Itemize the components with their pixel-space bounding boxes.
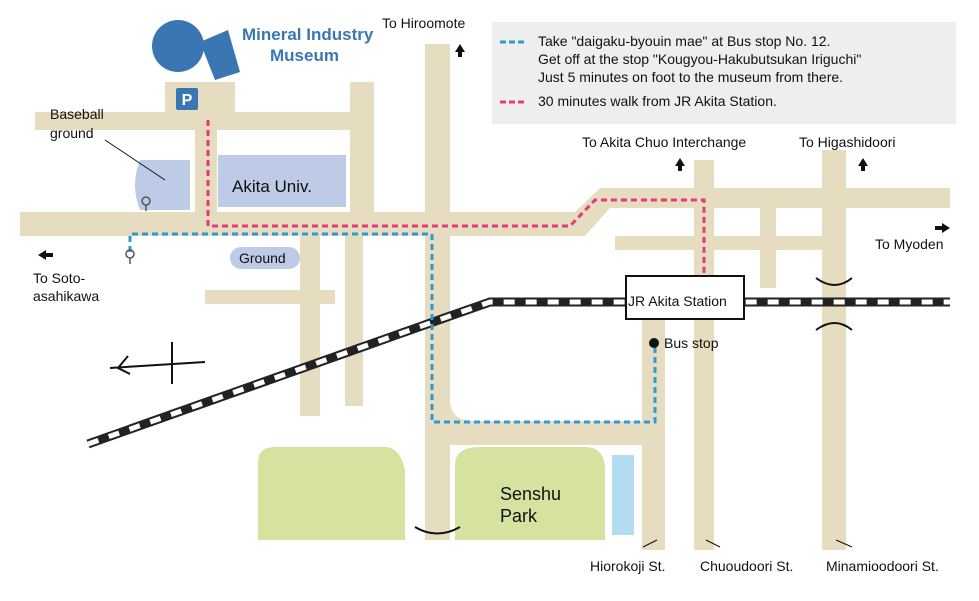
- legend-bus-line1: Take "daigaku-byouin mae" at Bus stop No…: [538, 33, 830, 49]
- bus-stop-pole-icon: [125, 196, 151, 264]
- label-minamioodoori: Minamioodoori St.: [826, 558, 939, 574]
- parking-icon: [176, 88, 198, 110]
- north-arrow-icon: [675, 158, 685, 166]
- label-jr-akita-station: JR Akita Station: [628, 293, 727, 309]
- east-block-street: [760, 208, 776, 288]
- label-to-soto-line2: asahikawa: [33, 288, 99, 304]
- museum-logo-mark: [200, 30, 240, 80]
- north-stub-road: [350, 80, 374, 215]
- east-side-street: [615, 236, 845, 250]
- hiroomote-road: [425, 44, 450, 444]
- east-arrow-icon-stem: [935, 226, 943, 230]
- road-network: [20, 44, 950, 550]
- label-baseball-line1: Baseball: [50, 106, 104, 122]
- museum-access-road: [195, 112, 217, 212]
- west-spur-road: [20, 212, 40, 236]
- label-akita-univ: Akita Univ.: [232, 177, 312, 196]
- akita-univ-area: [218, 155, 346, 207]
- north-compass-icon: [109, 342, 206, 384]
- north-arrow-icon-stem: [458, 51, 462, 57]
- parking-symbol: P: [182, 92, 193, 109]
- label-to-soto-line1: To Soto-: [33, 270, 85, 286]
- west-south-street-2: [345, 236, 363, 406]
- minamioodoori-leader-line: [835, 539, 853, 548]
- jr-akita-station: [625, 275, 745, 320]
- legend-bus-line2: Get off at the stop "Kougyou-Hakubutsuka…: [538, 51, 861, 67]
- north-arrow-icon: [455, 44, 465, 52]
- label-to-higashidoori: To Higashidoori: [799, 134, 896, 150]
- museum-campus-street: [35, 112, 355, 130]
- legend-box: [492, 22, 956, 124]
- bridge-arc-3: [414, 526, 461, 535]
- senshu-park-east: [455, 447, 605, 540]
- ground-road: [205, 290, 335, 304]
- label-to-hiroomote: To Hiroomote: [382, 15, 465, 31]
- west-arrow-icon-stem: [45, 253, 53, 257]
- chuoudoori-road: [694, 160, 714, 550]
- park-moat: [612, 455, 634, 535]
- label-park-line1: Senshu: [500, 484, 561, 504]
- legend-walk-line: 30 minutes walk from JR Akita Station.: [538, 93, 777, 109]
- label-chuoudoori: Chuoudoori St.: [700, 558, 793, 574]
- baseball-ground: [135, 160, 190, 210]
- senshu-park-west: [258, 447, 405, 540]
- west-south-street-1: [300, 236, 320, 416]
- hiorokoji-leader-line: [642, 539, 658, 548]
- ground-area: [230, 247, 300, 269]
- museum-logo-icon: [152, 20, 204, 72]
- north-arrow-icon: [858, 158, 868, 166]
- label-ground: Ground: [239, 250, 286, 266]
- north-arrow-icon-stem: [861, 165, 865, 171]
- main-road: [35, 188, 950, 236]
- bridge-arc-2: [815, 322, 853, 331]
- label-to-akita-chuo: To Akita Chuo Interchange: [582, 134, 746, 150]
- baseball-leader-line: [104, 139, 166, 181]
- bridge-arc-1: [815, 277, 853, 286]
- label-to-myoden: To Myoden: [875, 236, 943, 252]
- south-curve-road: [425, 444, 450, 540]
- hiorokoji-road: [642, 320, 665, 550]
- legend-bus-line3: Just 5 minutes on foot to the museum fro…: [538, 69, 843, 85]
- bus-route-line: [128, 232, 657, 424]
- museum-building: [165, 82, 235, 112]
- label-hiorokoji: Hiorokoji St.: [590, 558, 665, 574]
- north-arrow-icon-stem: [678, 165, 682, 171]
- label-baseball-line2: ground: [50, 125, 94, 141]
- label-bus-stop: Bus stop: [664, 335, 719, 351]
- bus-stop-marker: [649, 338, 659, 348]
- label-park-line2: Park: [500, 506, 538, 526]
- minamioodoori-road: [822, 150, 846, 550]
- museum-name-line2: Museum: [270, 46, 339, 65]
- museum-name-line1: Mineral Industry: [242, 25, 374, 44]
- walk-route-line: [206, 120, 706, 276]
- chuoudoori-leader-line: [705, 539, 721, 548]
- east-arrow-icon: [942, 223, 950, 233]
- west-arrow-icon: [38, 250, 46, 260]
